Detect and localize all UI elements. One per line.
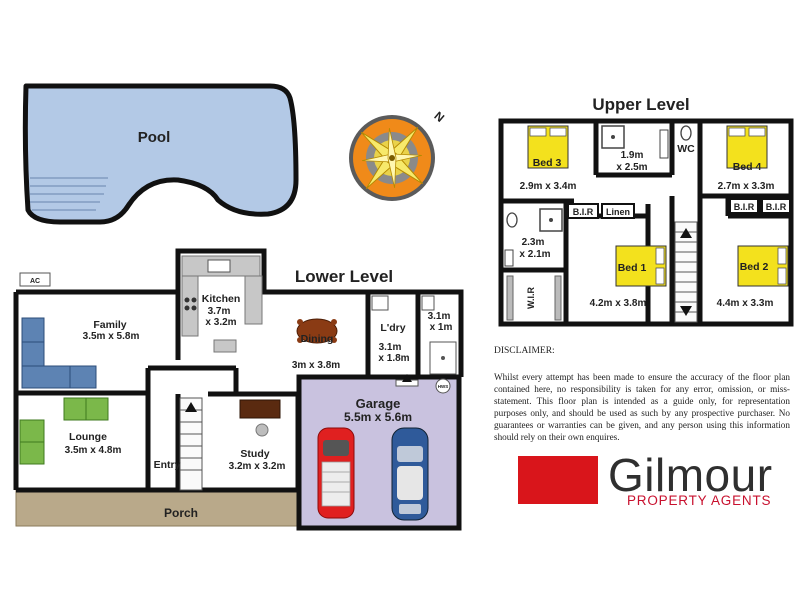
kitchen-size-2: x 3.2m	[205, 317, 236, 328]
laundry-label: L'dry	[380, 322, 405, 334]
bed1-label: Bed 1	[618, 262, 647, 274]
logo-mark	[518, 456, 598, 504]
bed3-label: Bed 3	[533, 157, 562, 169]
bed2-label: Bed 2	[740, 261, 769, 273]
hws-label: HWS	[438, 384, 449, 389]
bed-icon	[615, 245, 667, 287]
bed3-size: 2.9m x 3.4m	[520, 181, 577, 192]
study-size: 3.2m x 3.2m	[229, 461, 286, 472]
dining-label: Dining	[301, 333, 334, 345]
upper-bath-size-1: 1.9m	[621, 150, 644, 161]
upper-bir-left: B.I.R	[573, 207, 594, 217]
kitchen-size-1: 3.7m	[208, 306, 231, 317]
lower-level: Lower Level AC	[13, 248, 464, 531]
family-size: 3.5m x 5.8m	[83, 331, 140, 342]
porch-label: Porch	[164, 506, 198, 520]
sofa-icon	[19, 397, 109, 465]
pool-area: Pool	[22, 83, 299, 225]
kitchen-label: Kitchen	[202, 293, 241, 305]
laundry-size-1: 3.1m	[379, 342, 402, 353]
car-icon	[391, 427, 429, 521]
pool-shape	[22, 83, 299, 225]
bed1-size: 4.2m x 3.8m	[590, 298, 647, 309]
lounge-label: Lounge	[69, 431, 107, 443]
dining-size: 3m x 3.8m	[292, 360, 340, 371]
car-icon	[317, 427, 355, 519]
upper-bir-right-b: B.I.R	[766, 202, 787, 212]
family-label: Family	[93, 319, 126, 331]
ensuite-size-2: x 2.1m	[519, 249, 550, 260]
logo-name: Gilmour	[608, 449, 773, 501]
bed4-size: 2.7m x 3.3m	[718, 181, 775, 192]
wir-label: W.I.R	[526, 287, 536, 309]
disclaimer-heading: DISCLAIMER:	[494, 346, 555, 356]
pool-label: Pool	[138, 129, 171, 146]
upper-level: Upper Level B.I.R Linen B.I	[498, 95, 794, 327]
upper-linen: Linen	[606, 207, 630, 217]
logo-tagline: PROPERTY AGENTS	[627, 493, 772, 508]
ensuite-size-1: 2.3m	[522, 237, 545, 248]
bed-icon	[527, 125, 569, 169]
ac-label: AC	[30, 278, 40, 285]
lower-bath-size-2: x 1m	[430, 322, 453, 333]
bed4-label: Bed 4	[733, 161, 762, 173]
wc-label: WC	[677, 143, 695, 155]
entry-label: Entry	[154, 459, 181, 471]
lower-bath-size-1: 3.1m	[428, 311, 451, 322]
laundry-size-2: x 1.8m	[378, 353, 409, 364]
study-label: Study	[240, 448, 269, 460]
sofa-icon	[21, 317, 97, 389]
compass-icon: N	[349, 109, 447, 201]
disclaimer: DISCLAIMER: Whilst every attempt has bee…	[494, 345, 790, 443]
bed2-size: 4.4m x 3.3m	[717, 298, 774, 309]
disclaimer-text: Whilst every attempt has been made to en…	[494, 372, 790, 442]
garage-label: Garage	[356, 396, 401, 411]
lower-level-heading: Lower Level	[295, 267, 393, 286]
bed-icon	[737, 245, 789, 287]
garage-size: 5.5m x 5.6m	[344, 410, 412, 424]
upper-level-heading: Upper Level	[592, 95, 689, 114]
lounge-size: 3.5m x 4.8m	[65, 445, 122, 456]
upper-bir-right-a: B.I.R	[734, 202, 755, 212]
porch-area	[15, 489, 299, 527]
compass-north: N	[432, 109, 448, 125]
upper-bath-size-2: x 2.5m	[616, 162, 647, 173]
dining-table-icon	[296, 318, 338, 344]
bed-icon	[726, 125, 768, 169]
